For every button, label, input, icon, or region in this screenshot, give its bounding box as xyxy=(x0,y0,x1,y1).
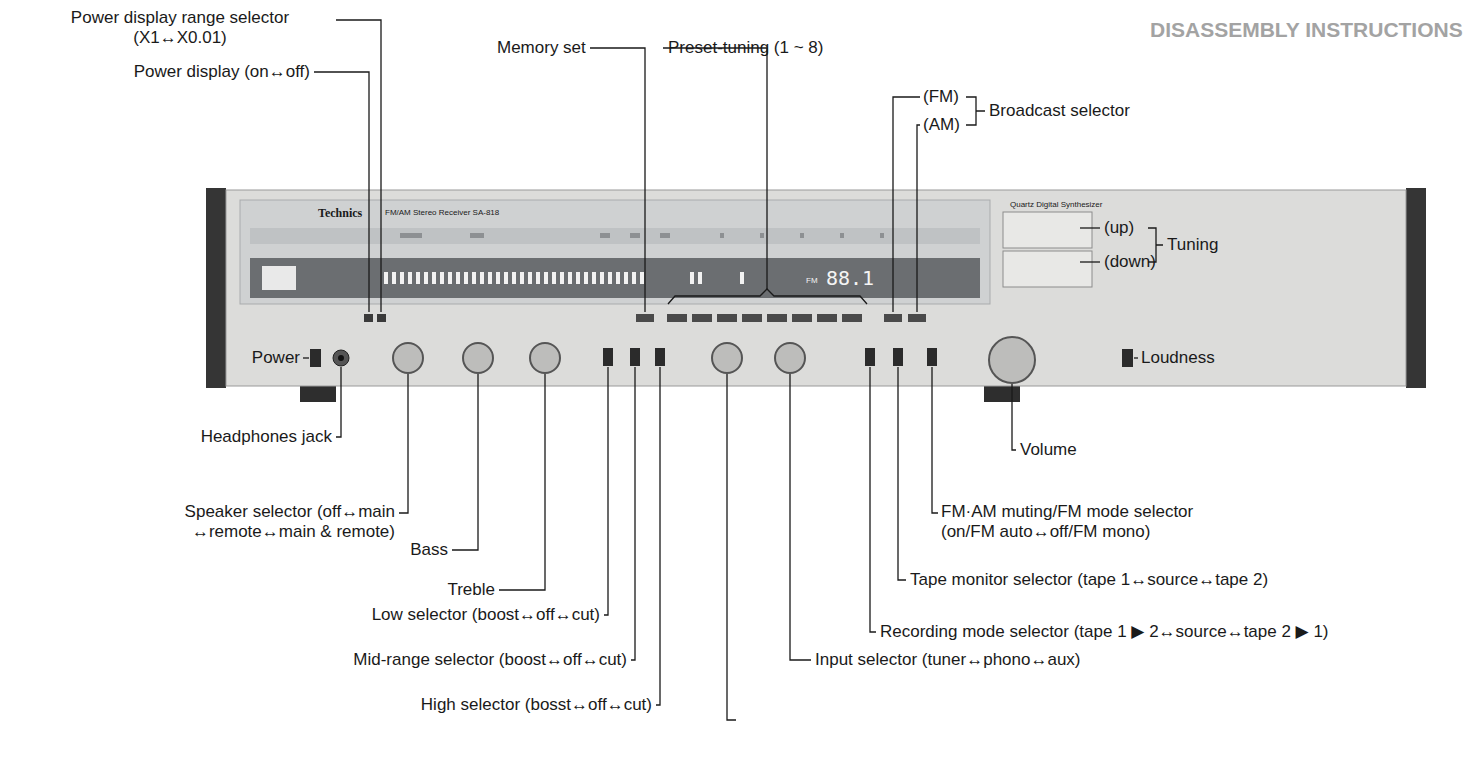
callout-label: Memory set xyxy=(497,38,586,58)
brand-logo: Technics xyxy=(318,206,362,220)
callout-label: Low selector (boost↔off↔cut) xyxy=(372,605,600,625)
callout-label: Bass xyxy=(410,540,448,560)
callout-label: Preset-tuning (1 ~ 8) xyxy=(668,38,823,58)
callout-label: Headphones jack xyxy=(201,427,332,447)
callout-label: Input selector (tuner↔phono↔aux) xyxy=(815,650,1081,670)
callout-label: High selector (bosst↔off↔cut) xyxy=(421,695,652,715)
model-name: FM/AM Stereo Receiver SA-818 xyxy=(385,208,499,218)
callout-label: Speaker selector (off↔main ↔remote↔main … xyxy=(133,502,395,543)
callout-label: Power display (on↔off) xyxy=(134,62,310,82)
callout-label: Mid-range selector (boost↔off↔cut) xyxy=(353,650,627,670)
callout-label: Treble xyxy=(447,580,495,600)
callout-label: (down) xyxy=(1104,252,1156,272)
callout-label: Tape monitor selector (tape 1↔source↔tap… xyxy=(910,570,1268,590)
callout-label: (AM) xyxy=(923,115,960,135)
callout-label: Recording mode selector (tape 1 ▶ 2↔sour… xyxy=(880,622,1329,642)
callout-label: Loudness xyxy=(1141,348,1215,368)
band-indicator: FM xyxy=(806,276,818,286)
callout-label: Power display range selector (X1↔X0.01) xyxy=(30,8,330,49)
background-heading: DISASSEMBLY INSTRUCTIONS xyxy=(1150,17,1463,42)
callout-label: Volume xyxy=(1020,440,1077,460)
callout-label: Power xyxy=(252,348,300,368)
callout-label: (up) xyxy=(1104,218,1134,238)
callout-label: (FM) xyxy=(923,87,959,107)
callout-label: Tuning xyxy=(1167,235,1218,255)
callout-label: FM·AM muting/FM mode selector (on/FM aut… xyxy=(941,502,1209,543)
callout-label: Broadcast selector xyxy=(989,101,1130,121)
frequency-readout: 88.1 xyxy=(826,266,874,290)
panel-legend: Quartz Digital Synthesizer xyxy=(1010,200,1102,210)
